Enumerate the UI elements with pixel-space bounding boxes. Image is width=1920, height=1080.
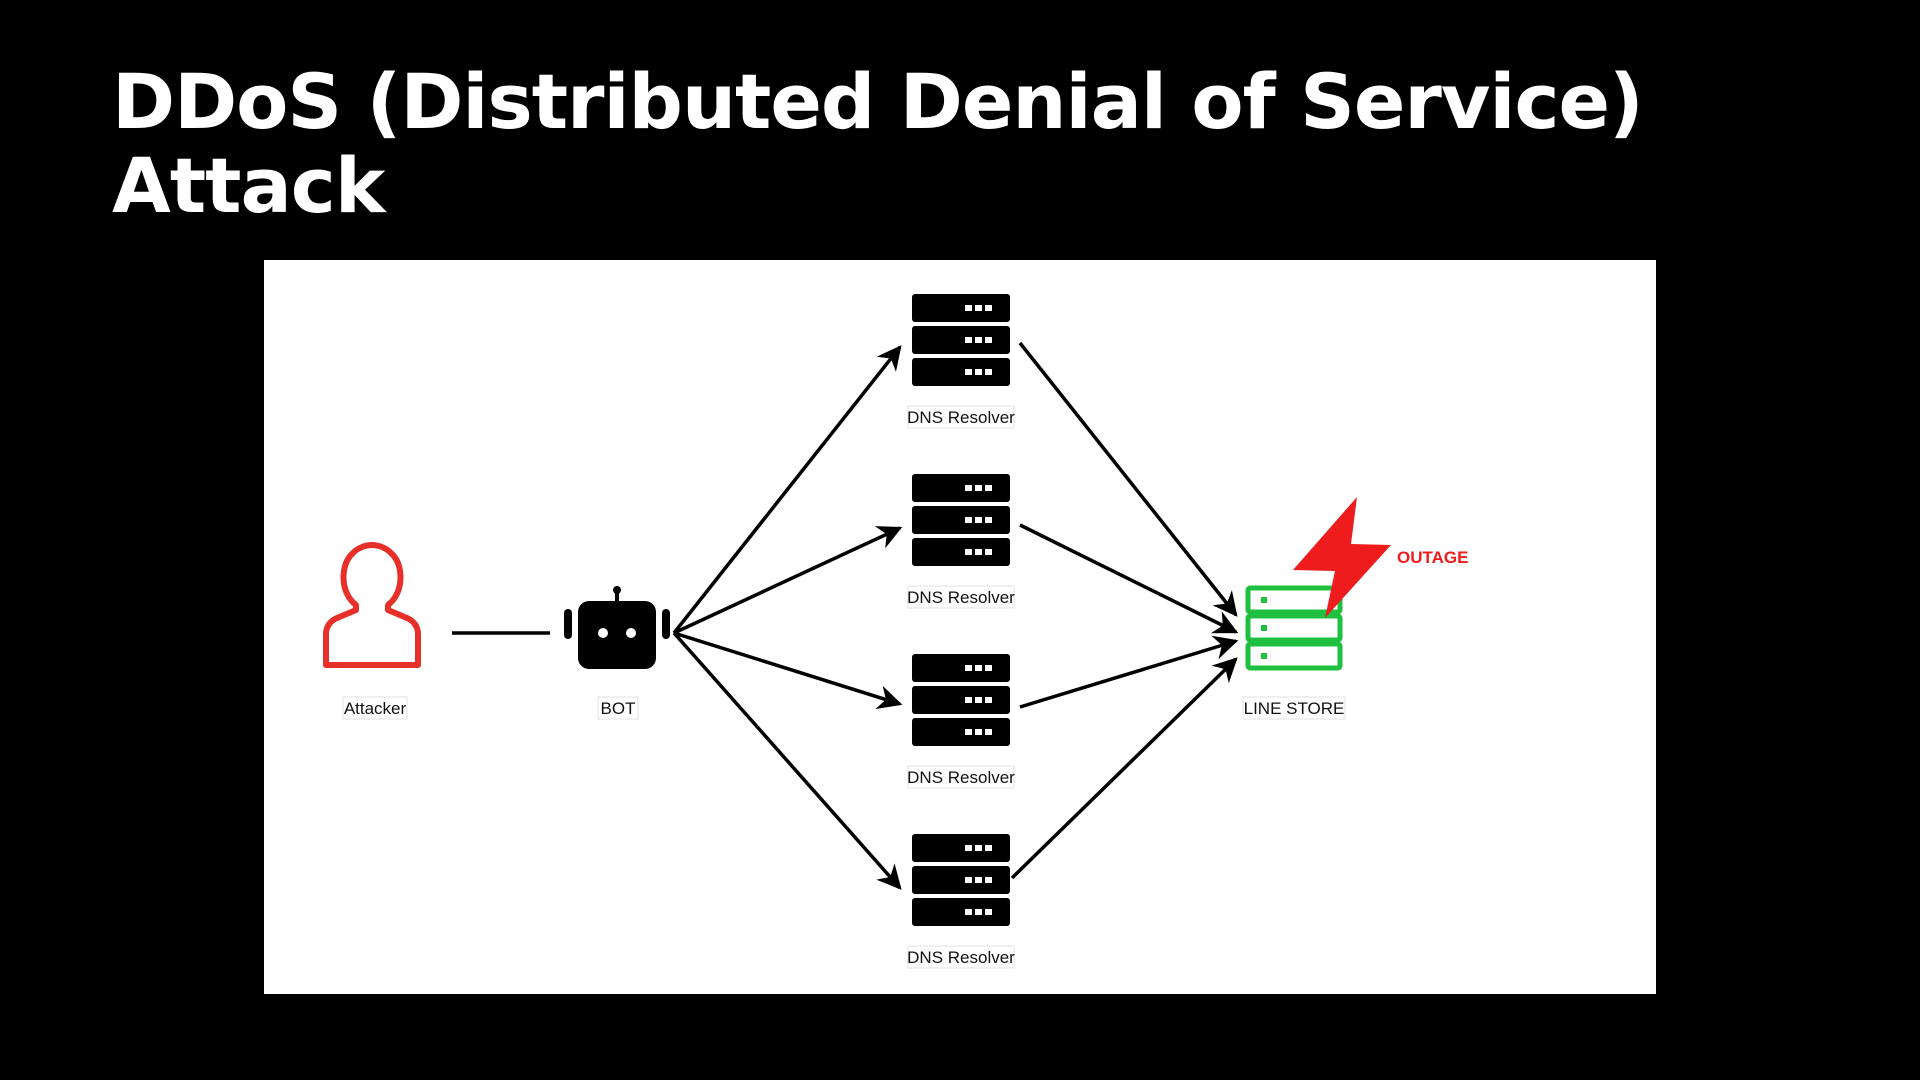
person-outline-icon	[323, 542, 421, 668]
slide-title-line-2: Attack	[112, 141, 385, 230]
arrow-resolver-2-to-store	[1019, 523, 1239, 634]
slide-title-line-1: DDoS (Distributed Denial of Service)	[112, 57, 1644, 146]
outage-label: OUTAGE	[1397, 548, 1468, 567]
server-icon	[912, 474, 1010, 566]
dns-resolver-3: DNS Resolver	[907, 654, 1015, 789]
lightning-bolt-icon	[1293, 497, 1391, 618]
arrow-resolver-3-to-store	[1019, 635, 1239, 709]
arrow-bot-to-resolver-3	[673, 631, 903, 710]
bot-node: BOT	[564, 586, 670, 720]
slide-title: DDoS (Distributed Denial of Service) Att…	[112, 60, 1812, 228]
line-store-label: LINE STORE	[1244, 699, 1345, 718]
dns-resolver-4: DNS Resolver	[907, 834, 1015, 969]
dns-resolver-4-label: DNS Resolver	[907, 948, 1015, 967]
robot-icon	[564, 586, 670, 669]
dns-resolver-1: DNS Resolver	[907, 294, 1015, 429]
server-icon	[912, 654, 1010, 746]
dns-resolver-2: DNS Resolver	[907, 474, 1015, 609]
attacker-node: Attacker	[323, 542, 421, 720]
outage-indicator: OUTAGE	[1293, 497, 1468, 618]
dns-resolver-3-label: DNS Resolver	[907, 768, 1015, 787]
arrow-resolver-1-to-store	[1018, 341, 1238, 617]
arrow-resolver-4-to-store	[1010, 657, 1238, 880]
connectors	[452, 341, 1239, 890]
arrow-bot-to-resolver-4	[672, 631, 902, 890]
arrow-bot-to-resolver-1	[672, 345, 902, 635]
dns-resolver-1-label: DNS Resolver	[907, 408, 1015, 427]
arrow-bot-to-resolver-2	[673, 526, 903, 635]
server-icon	[912, 834, 1010, 926]
line-store-node: LINE STORE	[1242, 585, 1346, 720]
bot-label: BOT	[601, 699, 636, 718]
ddos-diagram: Attacker BOT	[264, 260, 1656, 994]
dns-resolver-2-label: DNS Resolver	[907, 588, 1015, 607]
attacker-label: Attacker	[344, 699, 407, 718]
server-icon	[1245, 585, 1343, 671]
server-icon	[912, 294, 1010, 386]
